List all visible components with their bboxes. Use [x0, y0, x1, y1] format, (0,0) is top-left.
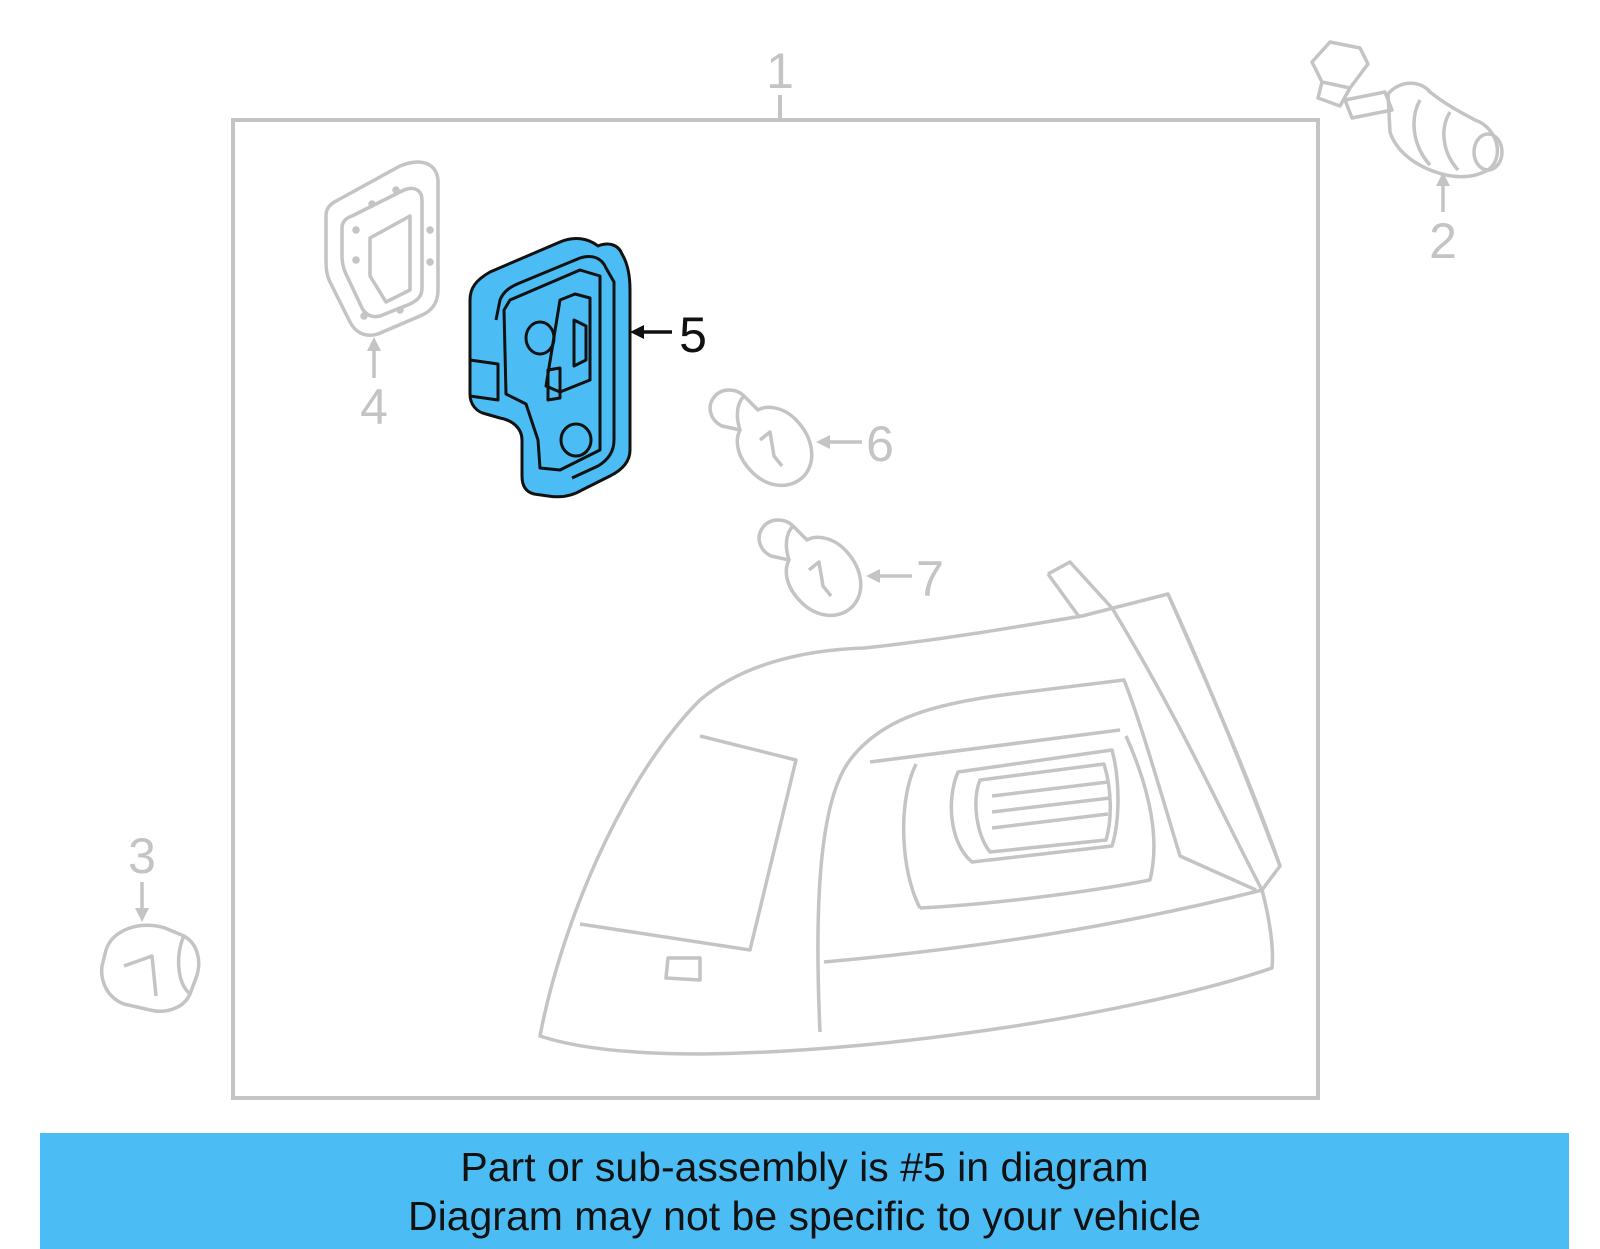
- tail-lamp-housing: [538, 560, 1282, 1056]
- part-6-bulb: [708, 388, 814, 488]
- callout-3-arrowhead: [135, 908, 149, 922]
- part-5-bulb-carrier: [468, 237, 632, 499]
- callout-3: 3: [128, 828, 156, 884]
- callout-7-arrowhead: [866, 569, 880, 583]
- callout-2: 2: [1429, 213, 1457, 269]
- callout-6: 6: [866, 416, 894, 472]
- callout-2-arrowhead: [1436, 172, 1450, 186]
- callout-5-arrowhead: [630, 325, 644, 339]
- banner-line-1: Part or sub-assembly is #5 in diagram: [460, 1144, 1149, 1190]
- assembly-frame: [231, 118, 1320, 1100]
- part-4-gasket: [324, 160, 440, 337]
- callout-5: 5: [679, 307, 707, 363]
- callout-4: 4: [360, 379, 388, 435]
- callout-1: 1: [766, 43, 794, 99]
- banner-line-2: Diagram may not be specific to your vehi…: [407, 1193, 1201, 1239]
- part-3-cap: [99, 923, 201, 1013]
- part-2-socket: [1310, 40, 1504, 179]
- callout-6-arrowhead: [816, 435, 830, 449]
- callout-4-arrowhead: [367, 337, 381, 351]
- part-7-bulb: [757, 518, 863, 618]
- callout-7: 7: [916, 551, 944, 607]
- info-banner: Part or sub-assembly is #5 in diagram Di…: [40, 1133, 1569, 1249]
- parts-diagram: 1 2 4 5: [99, 40, 1504, 1100]
